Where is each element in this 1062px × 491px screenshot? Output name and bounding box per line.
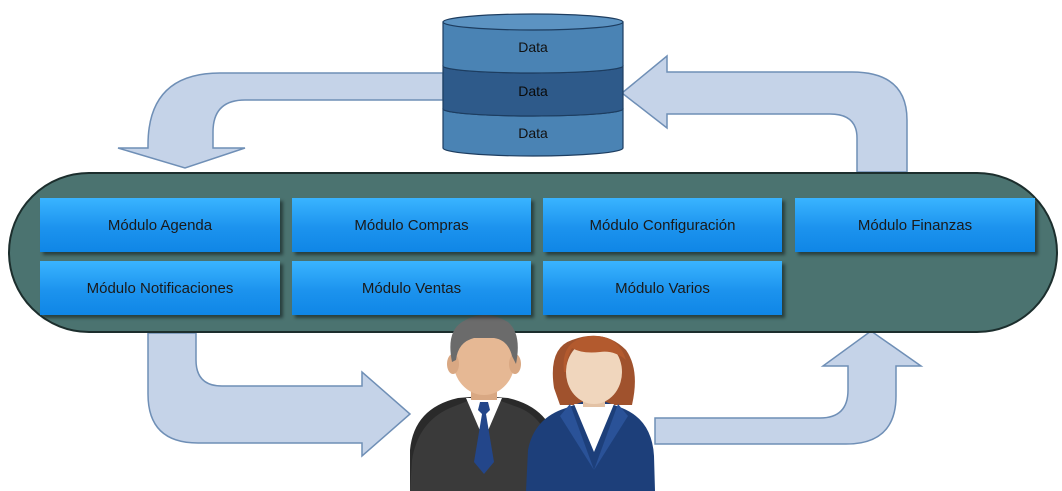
module-finanzas[interactable]: Módulo Finanzas	[795, 198, 1035, 252]
module-configuracion[interactable]: Módulo Configuración	[543, 198, 782, 252]
module-ventas[interactable]: Módulo Ventas	[292, 261, 531, 315]
flow-arrow-users-to-modules	[654, 330, 924, 445]
database-layer-label: Data	[518, 125, 548, 141]
flow-arrow-modules-to-db	[620, 54, 908, 173]
database-icon	[442, 13, 624, 157]
module-agenda[interactable]: Módulo Agenda	[40, 198, 280, 252]
database-layer-label: Data	[518, 83, 548, 99]
flow-arrow-modules-to-users	[147, 332, 412, 458]
businessman-icon	[410, 315, 558, 491]
businesswoman-icon	[526, 335, 655, 491]
module-notificaciones[interactable]: Módulo Notificaciones	[40, 261, 280, 315]
module-compras[interactable]: Módulo Compras	[292, 198, 531, 252]
module-varios[interactable]: Módulo Varios	[543, 261, 782, 315]
flow-arrow-db-to-modules	[117, 72, 444, 169]
database-layer-label: Data	[518, 39, 548, 55]
